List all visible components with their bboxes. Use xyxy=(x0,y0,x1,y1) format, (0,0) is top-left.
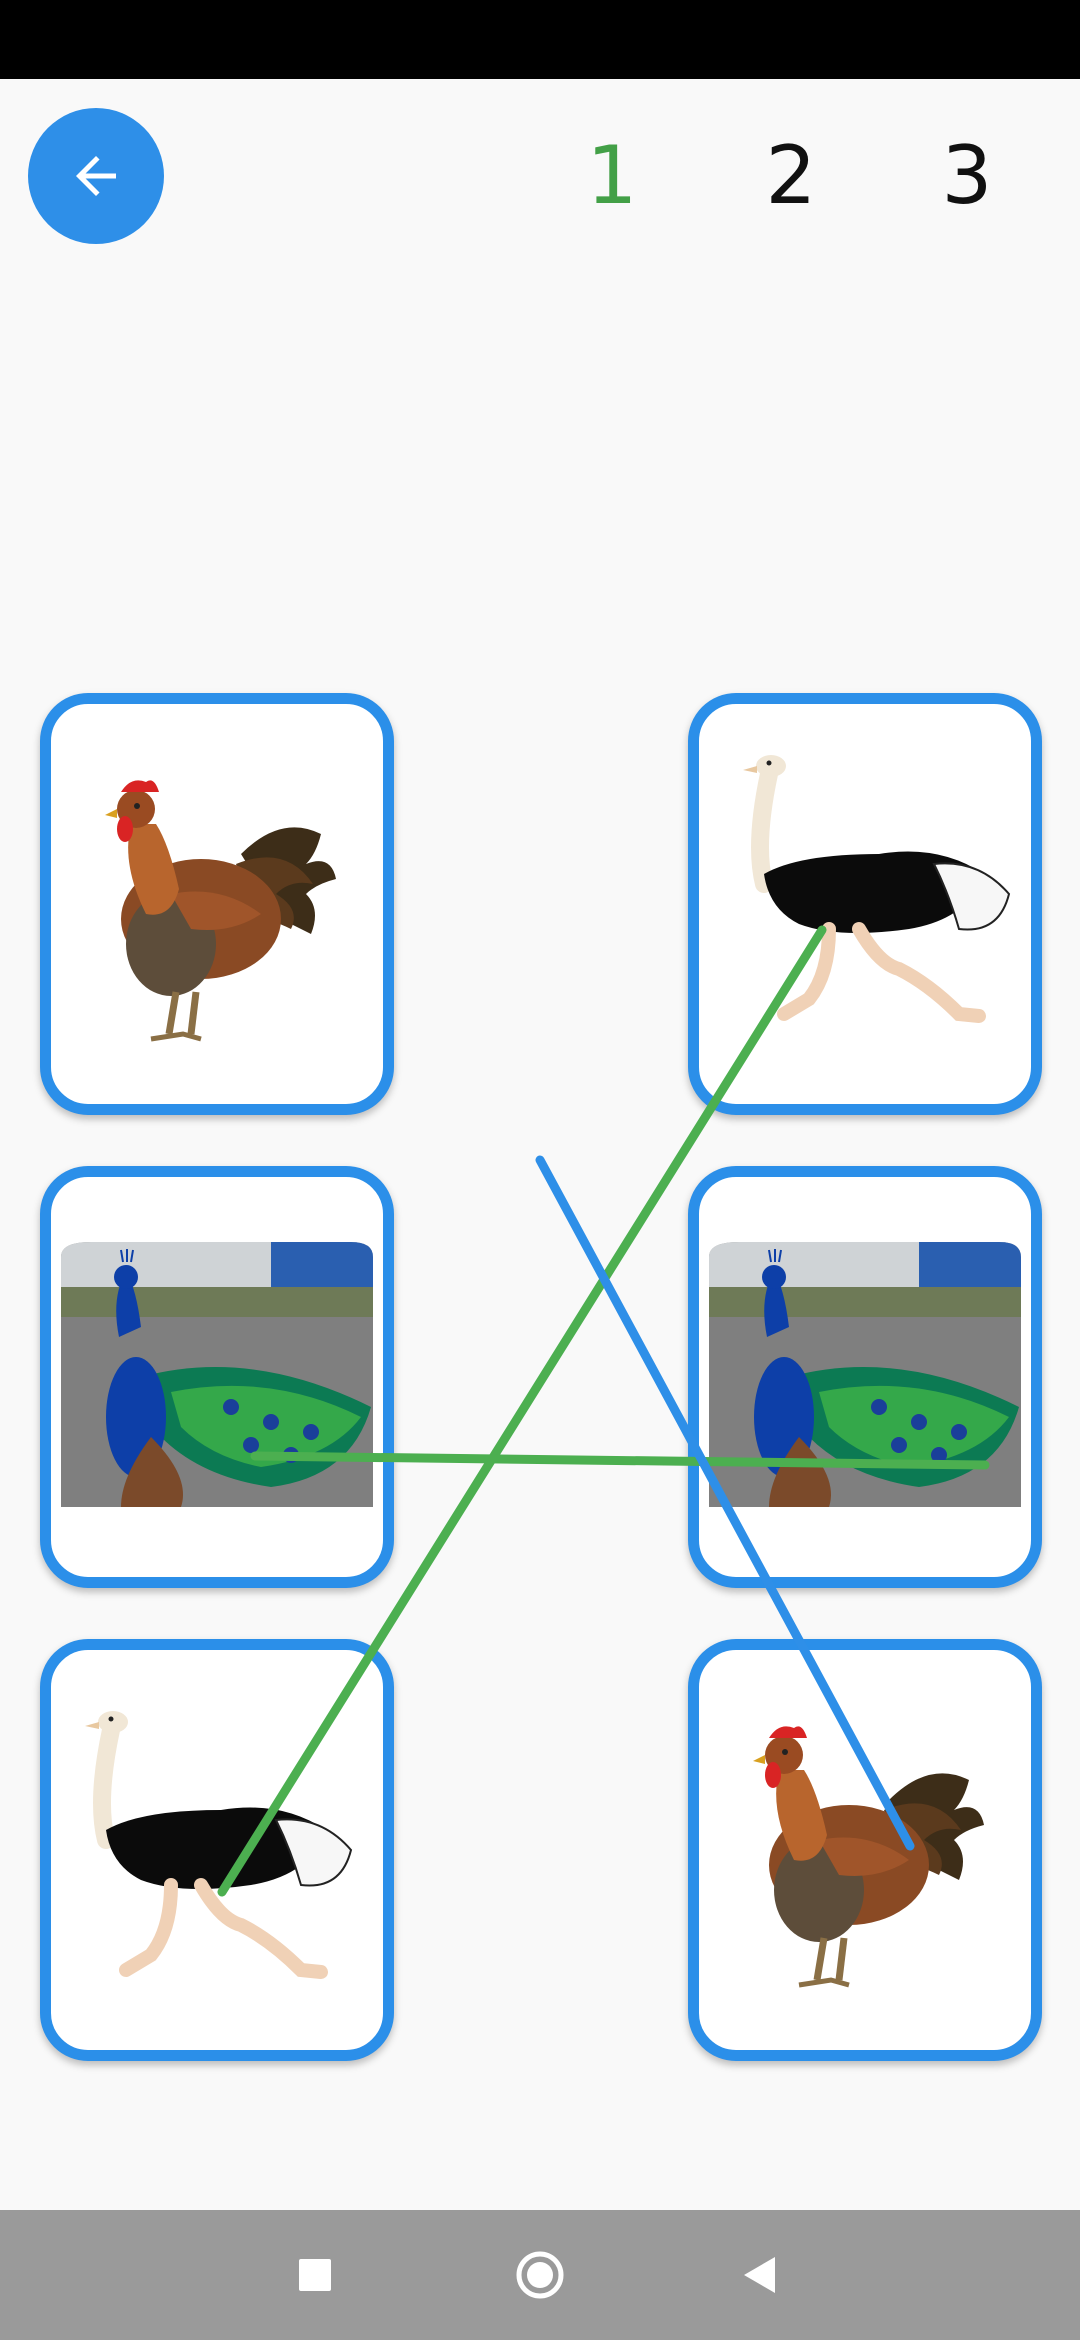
peacock-image xyxy=(709,1242,1021,1507)
card-left-rooster[interactable] xyxy=(40,693,394,1115)
ostrich-image xyxy=(85,1711,353,1979)
arrow-left-icon xyxy=(76,156,116,196)
home-icon[interactable] xyxy=(500,2235,580,2315)
card-left-ostrich[interactable] xyxy=(40,1639,394,2061)
status-bar xyxy=(0,0,1080,79)
back-button[interactable] xyxy=(28,108,164,244)
rooster-image xyxy=(105,780,336,1042)
card-left-peacock[interactable] xyxy=(40,1166,394,1588)
level-3-button[interactable]: 3 xyxy=(941,129,993,222)
card-right-ostrich[interactable] xyxy=(688,693,1042,1115)
card-right-peacock[interactable] xyxy=(688,1166,1042,1588)
level-2-button[interactable]: 2 xyxy=(765,129,817,222)
ostrich-image xyxy=(743,755,1011,1023)
system-nav-bar xyxy=(0,2210,1080,2340)
back-icon[interactable] xyxy=(720,2235,800,2315)
recent-apps-icon[interactable] xyxy=(275,2235,355,2315)
rooster-image xyxy=(753,1726,984,1988)
peacock-image xyxy=(61,1242,373,1507)
card-right-rooster[interactable] xyxy=(688,1639,1042,2061)
level-1-button[interactable]: 1 xyxy=(586,129,638,222)
